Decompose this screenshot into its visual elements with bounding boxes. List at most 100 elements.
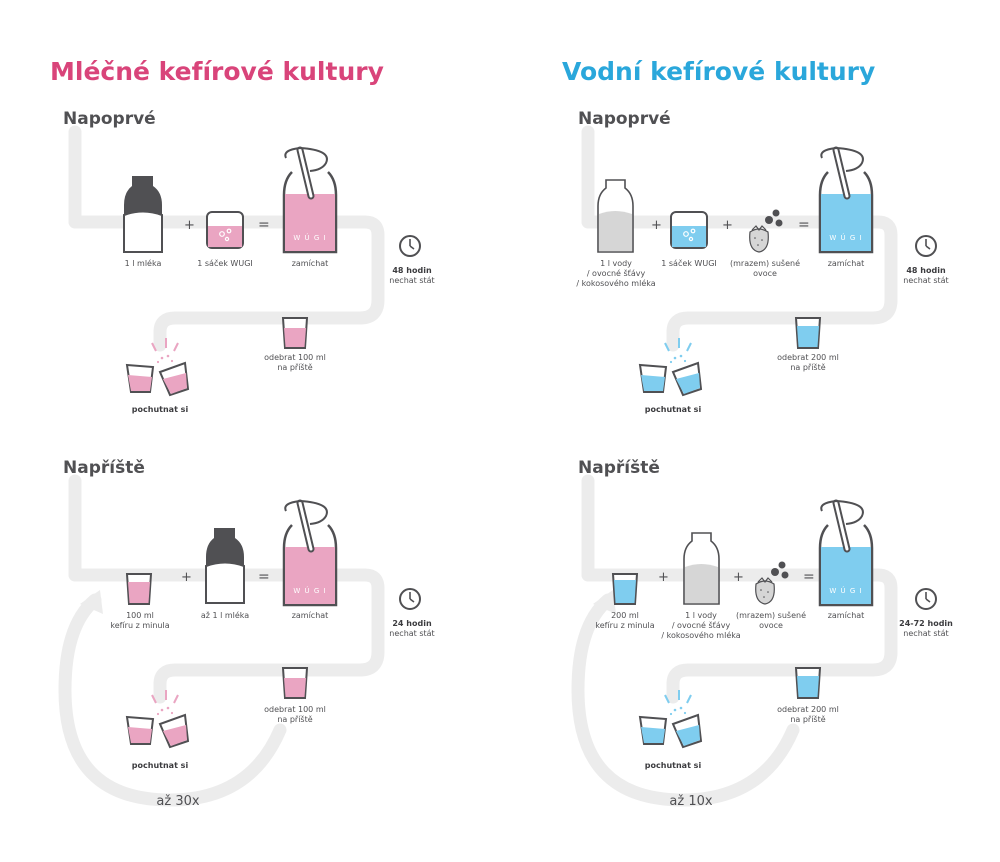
cheers-cups-icon bbox=[125, 690, 190, 749]
milk-next-panel: Napříště až 30x 100 ml kefíru z minula +… bbox=[58, 458, 435, 809]
water-label-3: / kokosového mléka bbox=[576, 278, 655, 288]
sachet-label: 1 sáček WUGI bbox=[661, 258, 717, 268]
plus-sign: + bbox=[184, 218, 195, 233]
jar-icon: W Ú G I bbox=[818, 499, 874, 607]
sachet-icon bbox=[206, 211, 244, 249]
water-label: 1 l vody bbox=[685, 611, 717, 620]
wait-label: nechat stát bbox=[389, 276, 434, 285]
flow-path bbox=[581, 474, 898, 704]
flow-path bbox=[68, 125, 385, 352]
jar-brand: W Ú G I bbox=[293, 586, 326, 595]
cup-icon bbox=[794, 317, 822, 349]
section-heading: Napoprvé bbox=[578, 109, 671, 129]
milk-first-panel: Napoprvé 1 l mléka + 1 sáček WUGI = W Ú … bbox=[63, 109, 435, 414]
taste-label: pochutnat si bbox=[132, 405, 189, 414]
fruit-label: (mrazem) sušené bbox=[736, 610, 806, 620]
repeat-count: až 10x bbox=[669, 794, 712, 809]
wait-label: nechat stát bbox=[903, 629, 948, 638]
take-label-2: na příště bbox=[277, 714, 312, 724]
blueberries-icon bbox=[765, 209, 783, 227]
jar-brand: W Ú G I bbox=[293, 233, 326, 242]
equals-sign: = bbox=[258, 569, 270, 585]
stir-label: zamíchat bbox=[292, 259, 329, 268]
water-bottle-icon bbox=[683, 532, 720, 605]
blueberries-icon bbox=[771, 561, 789, 579]
plus-sign: + bbox=[651, 218, 662, 233]
take-label: odebrat 200 ml bbox=[777, 705, 839, 714]
jar-brand: W Ú G I bbox=[829, 233, 862, 242]
take-label-2: na příště bbox=[790, 362, 825, 372]
plus-sign: + bbox=[722, 218, 733, 233]
fruit-label-2: ovoce bbox=[759, 621, 783, 630]
clock-icon bbox=[399, 235, 421, 257]
water-first-panel: Napoprvé 1 l vody / ovocné šťávy / kokos… bbox=[576, 109, 948, 414]
take-label-2: na příště bbox=[790, 714, 825, 724]
fruit-label-2: ovoce bbox=[753, 269, 777, 278]
take-label: odebrat 100 ml bbox=[264, 705, 326, 714]
wait-time: 48 hodin bbox=[392, 266, 432, 275]
equals-sign: = bbox=[803, 569, 815, 585]
wait-label: nechat stát bbox=[389, 629, 434, 638]
strawberry-icon bbox=[755, 577, 775, 605]
sachet-label: 1 sáček WUGI bbox=[197, 258, 253, 268]
jar-icon: W Ú G I bbox=[282, 499, 338, 607]
stir-label: zamíchat bbox=[292, 611, 329, 620]
milk-bottle-icon bbox=[123, 176, 163, 253]
cup-icon bbox=[281, 667, 309, 699]
plus-sign: + bbox=[733, 570, 744, 585]
wait-time: 24-72 hodin bbox=[899, 619, 953, 628]
plus-sign: + bbox=[181, 570, 192, 585]
cup-icon bbox=[794, 667, 822, 699]
cup-icon bbox=[281, 317, 309, 349]
kefir-label: 100 ml bbox=[126, 611, 154, 620]
milk-label: až 1 l mléka bbox=[201, 610, 249, 620]
cheers-cups-icon bbox=[125, 338, 190, 397]
take-label: odebrat 100 ml bbox=[264, 353, 326, 362]
water-label-2: / ovocné šťávy bbox=[672, 620, 731, 630]
section-heading: Napříště bbox=[63, 458, 145, 478]
fruit-label: (mrazem) sušené bbox=[730, 258, 800, 268]
wait-time: 24 hodin bbox=[392, 619, 432, 628]
water-title: Vodní kefírové kultury bbox=[562, 57, 875, 86]
jar-brand: W Ú G I bbox=[829, 586, 862, 595]
strawberry-icon bbox=[749, 225, 769, 253]
stir-label: zamíchat bbox=[828, 611, 865, 620]
jar-icon: W Ú G I bbox=[282, 146, 338, 254]
stir-label: zamíchat bbox=[828, 259, 865, 268]
clock-icon bbox=[399, 588, 421, 610]
cheers-cups-icon bbox=[638, 690, 703, 749]
loop-arrow-icon bbox=[58, 593, 287, 807]
flow-path bbox=[581, 125, 898, 352]
clock-icon bbox=[915, 235, 937, 257]
plus-sign: + bbox=[658, 570, 669, 585]
kefir-label-2: kefíru z minula bbox=[595, 621, 654, 630]
milk-bottle-icon bbox=[205, 528, 245, 604]
repeat-count: až 30x bbox=[156, 794, 199, 809]
wait-label: nechat stát bbox=[903, 276, 948, 285]
cup-icon bbox=[125, 573, 153, 605]
taste-label: pochutnat si bbox=[645, 761, 702, 770]
equals-sign: = bbox=[798, 217, 810, 233]
kefir-label: 200 ml bbox=[611, 611, 639, 620]
sachet-icon bbox=[670, 211, 708, 249]
loop-arrow-icon bbox=[571, 593, 800, 807]
flow-path bbox=[68, 474, 385, 704]
water-label: 1 l vody bbox=[600, 259, 632, 268]
cup-icon bbox=[611, 573, 639, 605]
milk-label: 1 l mléka bbox=[125, 258, 162, 268]
water-label-3: / kokosového mléka bbox=[661, 630, 740, 640]
jar-icon: W Ú G I bbox=[818, 146, 874, 254]
take-label: odebrat 200 ml bbox=[777, 353, 839, 362]
taste-label: pochutnat si bbox=[132, 761, 189, 770]
taste-label: pochutnat si bbox=[645, 405, 702, 414]
water-label-2: / ovocné šťávy bbox=[587, 268, 646, 278]
equals-sign: = bbox=[258, 217, 270, 233]
section-heading: Napříště bbox=[578, 458, 660, 478]
section-heading: Napoprvé bbox=[63, 109, 156, 129]
cheers-cups-icon bbox=[638, 338, 703, 397]
kefir-label-2: kefíru z minula bbox=[110, 621, 169, 630]
water-next-panel: Napříště až 10x 200 ml kefíru z minula +… bbox=[571, 458, 953, 809]
water-bottle-icon bbox=[597, 179, 634, 253]
wait-time: 48 hodin bbox=[906, 266, 946, 275]
